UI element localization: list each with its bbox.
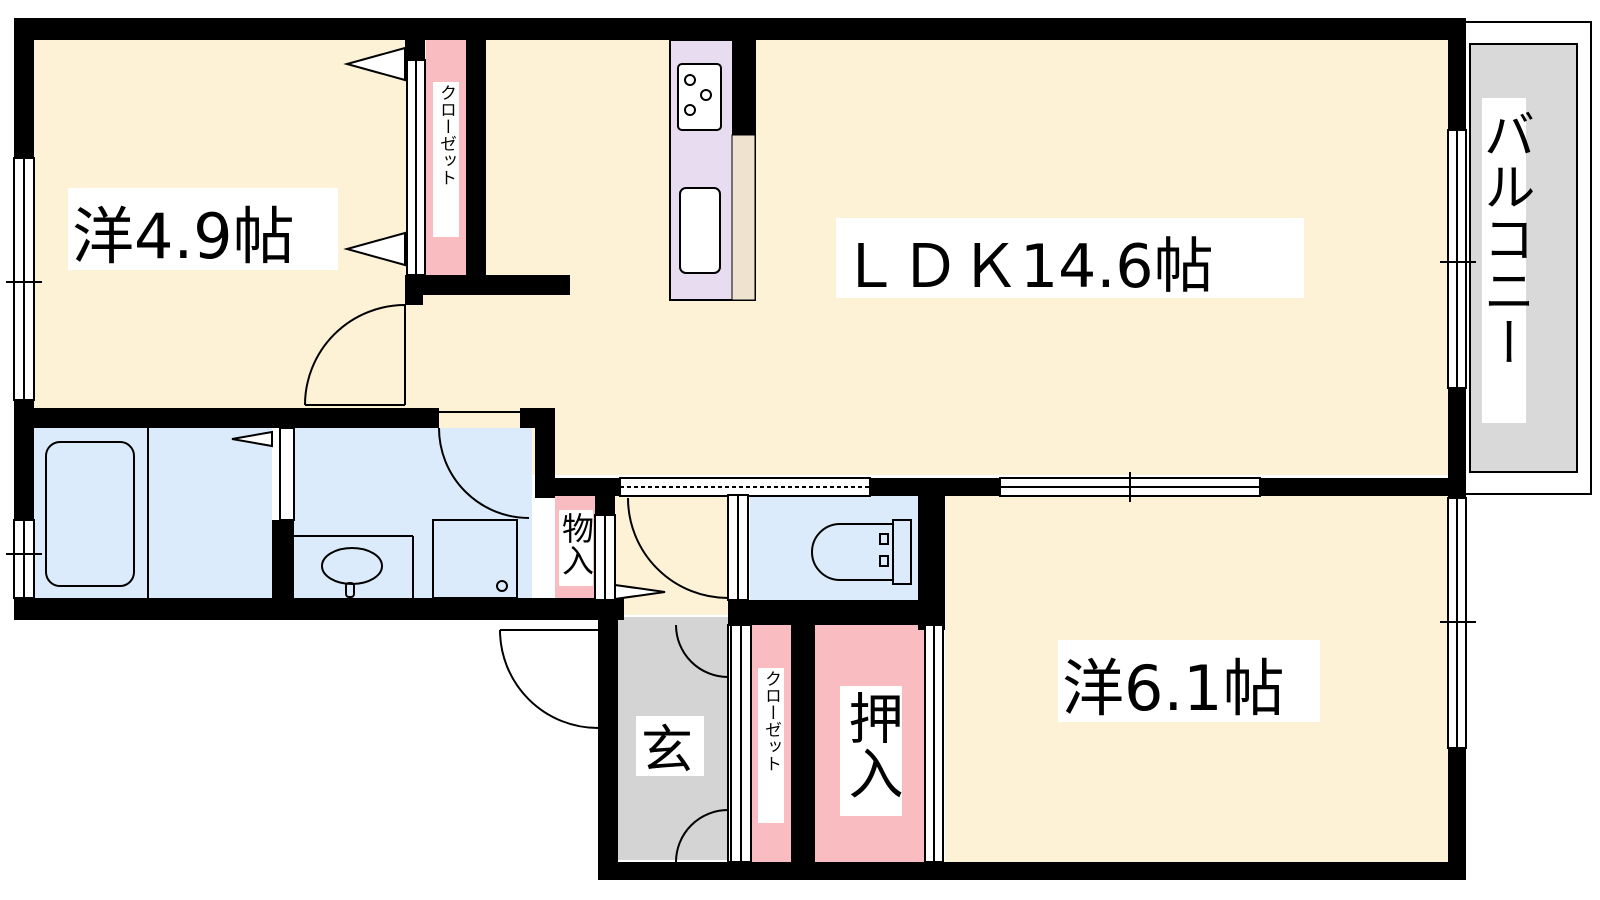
toilet-floor [750,495,918,605]
room-label-western-north: 洋4.9帖 [72,200,295,273]
storage-label: 物入 [557,512,595,576]
direction-markers [231,46,666,601]
closet-doors [279,59,944,863]
doors [304,304,729,863]
balcony-label: バルコニー [1474,108,1534,368]
room-label-western-south: 洋6.1帖 [1062,652,1285,725]
closet-south-label: クローゼット [761,670,781,772]
room-label-ldk: ＬＤＫ14.6帖 [840,232,1214,302]
closet-north-label: クローゼット [436,84,456,186]
oshiire-label: 押入 [839,690,903,800]
bathtub [45,428,149,598]
walls [14,18,1466,880]
washbasin [294,535,414,598]
windows [6,129,1476,749]
toilet-fixture [811,519,912,585]
entrance-label: 玄 [641,721,693,781]
bathroom-floor [34,428,272,598]
washing-machine-space [432,519,518,599]
